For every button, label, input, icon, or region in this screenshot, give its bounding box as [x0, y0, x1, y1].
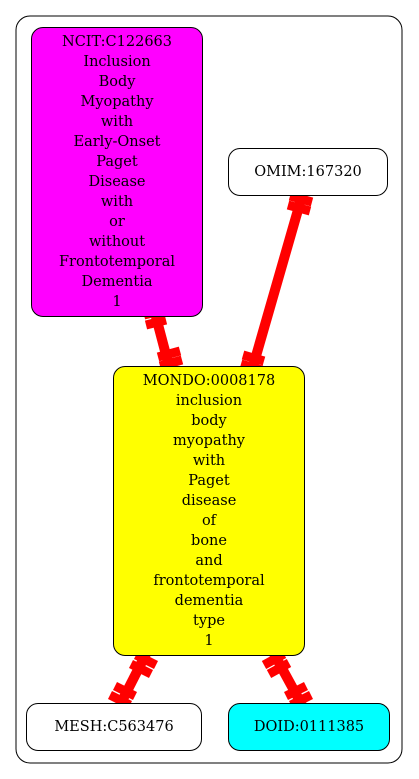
node-label-line: type	[193, 613, 225, 629]
edge-ncit-to-mondo-head-tee	[156, 346, 182, 362]
edge-mondo-to-doid-head-tee	[283, 681, 309, 701]
node-label-line: DOID:0111385	[253, 719, 365, 735]
node-label-line: and	[195, 553, 223, 569]
edge-ncit-to-mondo-tail-tee2	[144, 315, 168, 330]
node-label-line: Body	[98, 74, 136, 90]
node-label-line: disease	[181, 493, 237, 509]
node-label-line: Paget	[188, 473, 230, 489]
edge-omim-to-mondo	[239, 191, 314, 375]
node-label-line: Early-Onset	[73, 134, 161, 150]
node-label-line: 1	[204, 633, 214, 649]
edge-omim-to-mondo-head-tee	[241, 350, 266, 366]
edge-mondo-to-mesh-head-tee	[112, 681, 138, 701]
node-label-line: Dementia	[81, 274, 153, 290]
node-label-line: dementia	[174, 593, 244, 609]
node-label-line: with	[100, 194, 134, 210]
node-label-line: bone	[191, 533, 227, 549]
node-label-line: Inclusion	[83, 54, 151, 70]
node-label-line: Disease	[88, 174, 146, 190]
node-ncit-c122663[interactable]: NCIT:C122663 Inclusion Body Myopathy wit…	[31, 27, 203, 317]
node-label-line: MONDO:0008178	[142, 373, 276, 389]
node-label-line: or	[109, 214, 125, 230]
node-mondo-0008178[interactable]: MONDO:0008178 inclusion body myopathy wi…	[113, 366, 305, 656]
node-label-line: frontotemporal	[153, 573, 265, 589]
edge-mondo-to-mesh-tail-tee2	[128, 659, 154, 679]
edge-ncit-to-mondo-head-tee2	[158, 355, 184, 371]
node-mesh-c563476[interactable]: MESH:C563476	[26, 703, 202, 751]
node-label-line: myopathy	[173, 433, 245, 449]
node-label-line: OMIM:167320	[254, 164, 362, 180]
graph-border	[15, 15, 403, 764]
edge-mondo-to-doid	[261, 647, 314, 710]
edge-ncit-to-mondo	[142, 305, 184, 372]
node-doid-0111385[interactable]: DOID:0111385	[228, 703, 390, 751]
node-label-line: MESH:C563476	[54, 719, 174, 735]
node-label-line: without	[88, 234, 146, 250]
node-label-line: with	[100, 114, 134, 130]
node-label-line: of	[201, 513, 217, 529]
node-label-line: Frontotemporal	[59, 254, 175, 270]
node-label-line: NCIT:C122663	[62, 34, 172, 50]
node-label-line: with	[192, 453, 226, 469]
node-omim-167320[interactable]: OMIM:167320	[228, 148, 388, 196]
node-label-line: 1	[112, 294, 122, 310]
node-label-line: body	[191, 413, 227, 429]
edge-omim-to-mondo-tail-tee2	[286, 200, 312, 216]
edge-mondo-to-mesh	[107, 647, 159, 710]
edge-omim-to-mondo-tail-tee	[288, 191, 314, 207]
node-label-line: Myopathy	[80, 94, 154, 110]
node-label-line: Paget	[96, 154, 138, 170]
node-label-line: inclusion	[175, 393, 243, 409]
edge-mondo-to-mesh-tail-tee	[133, 650, 159, 670]
edge-mondo-to-doid-tail-tee2	[266, 659, 292, 678]
